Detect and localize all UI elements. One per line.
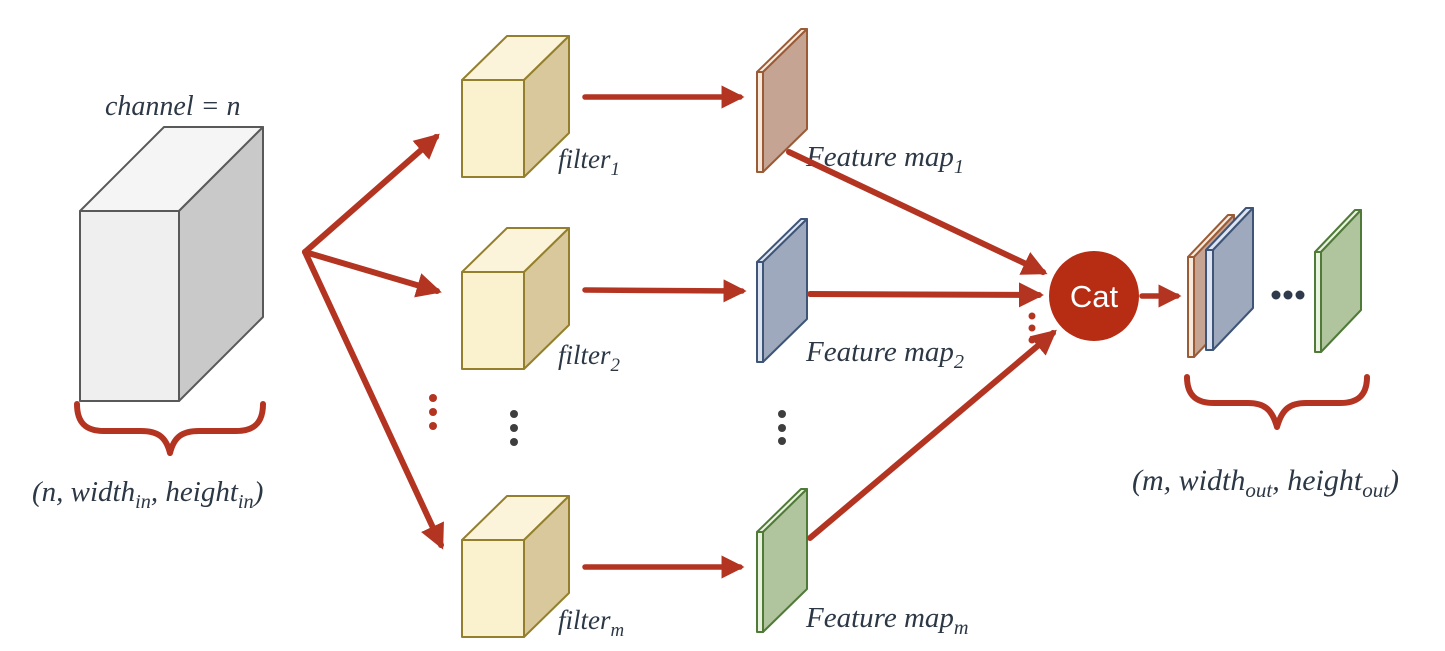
feature-map-m-panel	[756, 488, 808, 633]
fan-arrows	[302, 133, 444, 550]
input-dim-label: (n, widthin, heightin)	[32, 476, 263, 513]
input-underbrace	[74, 401, 266, 456]
output-stack-ellipsis	[1271, 290, 1305, 300]
filter-m-box	[461, 495, 570, 638]
feature-map-2-label: Feature map2	[805, 336, 964, 373]
feature-map-1-label: Feature map1	[805, 141, 964, 178]
arrow-map-m-to-cat	[807, 329, 1057, 541]
feature-map-1-panel	[756, 28, 808, 173]
filters-ellipsis	[510, 410, 518, 446]
cat-input-ellipsis	[1028, 312, 1036, 344]
input-tensor-box	[79, 126, 264, 402]
filter-to-map-arrows	[582, 85, 747, 579]
filter-2-box	[461, 227, 570, 370]
output-stack	[1187, 207, 1362, 358]
arrow-input-to-filter-2	[302, 249, 442, 298]
channel-label: channel = n	[105, 91, 241, 122]
output-panel-2	[1205, 207, 1254, 351]
filter-2-label: filter2	[558, 340, 621, 376]
cat-node: Cat	[1049, 251, 1139, 341]
output-panel-m	[1314, 209, 1362, 353]
output-underbrace	[1184, 374, 1370, 430]
arrow-map-2-to-cat	[807, 282, 1045, 308]
fan-ellipsis	[429, 394, 437, 430]
arrow-input-to-filter-m	[302, 249, 444, 550]
cat-node-label: Cat	[1070, 279, 1119, 314]
feature-map-m-label: Feature mapm	[805, 602, 969, 639]
arrow-input-to-filter-1	[302, 133, 440, 255]
arrow-map-1-to-cat	[786, 149, 1048, 275]
feature-map-2-panel	[756, 218, 808, 363]
map-to-cat-arrows	[786, 149, 1057, 541]
input-box-front-face	[79, 210, 180, 402]
filter-1-label: filter1	[558, 144, 620, 180]
filter-1-box	[461, 35, 570, 178]
filter-m-label: filterm	[558, 605, 624, 641]
feature-maps-ellipsis	[778, 410, 786, 445]
arrow-filter-2-to-map-2	[582, 279, 747, 303]
output-dim-label: (m, widthout, heightout)	[1132, 464, 1399, 502]
